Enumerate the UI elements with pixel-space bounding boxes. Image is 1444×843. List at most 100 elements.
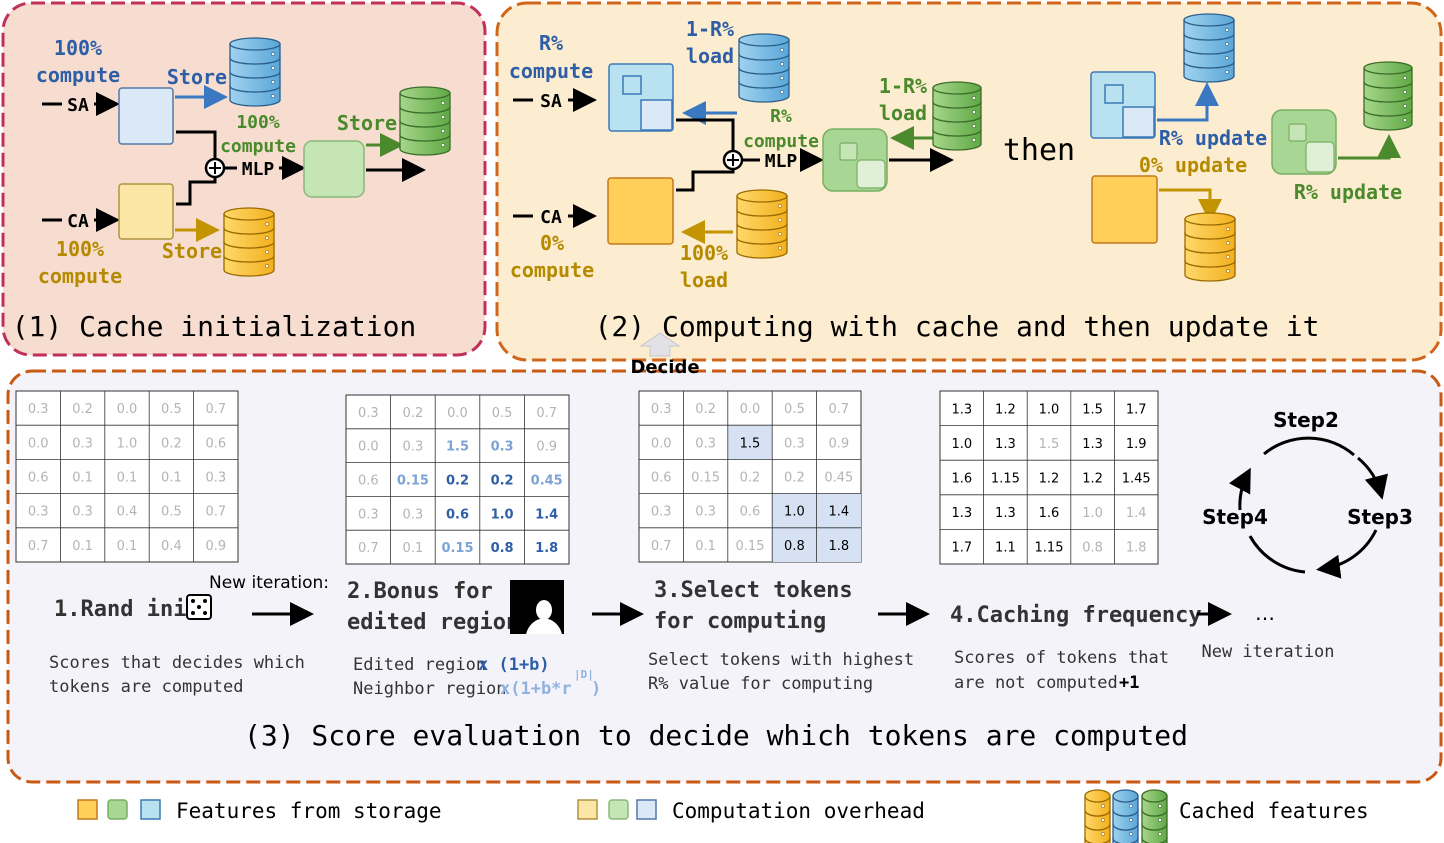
score-cell: 0.0 xyxy=(358,440,379,455)
legend-cached-yellow-icon xyxy=(1084,789,1111,843)
panel1-sa-block xyxy=(118,87,174,145)
score-cell: 0.2 xyxy=(740,471,761,486)
score-cell: 1.0 xyxy=(1039,402,1060,417)
legend: Features from storage Computation overhe… xyxy=(77,799,1369,823)
panel1-store-top: Store xyxy=(167,65,227,89)
score-cell: 0.2 xyxy=(72,402,93,417)
score-cell: 0.5 xyxy=(161,402,182,417)
step3-desc-line1: Select tokens with highest xyxy=(648,650,914,670)
score-cell: 0.0 xyxy=(740,402,761,417)
panel2-sa-compute-line2: compute xyxy=(509,59,593,83)
legend-storage-swatch-yellow xyxy=(77,799,98,820)
score-cell: 0.15 xyxy=(397,474,429,489)
score-cell: 0.1 xyxy=(72,539,93,554)
panel2-sa-update: R% update xyxy=(1159,126,1267,150)
score-cell: 0.9 xyxy=(536,440,557,455)
score-cell: 1.3 xyxy=(951,402,972,417)
ellipsis: … xyxy=(1255,601,1275,625)
score-cell: 1.2 xyxy=(995,402,1016,417)
step2-formula-edited: x (1+b) xyxy=(478,655,550,675)
score-cell: 0.1 xyxy=(72,471,93,486)
score-cell: 0.3 xyxy=(403,507,424,522)
score-cell: 0.1 xyxy=(117,539,138,554)
score-cell: 0.3 xyxy=(72,505,93,520)
panel2-sa-load-line2: load xyxy=(686,44,734,68)
legend-storage-swatch-blue xyxy=(140,799,161,820)
panel1-title: (1) Cache initialization xyxy=(12,310,417,343)
panel1-store-bottom: Store xyxy=(162,239,222,263)
score-cell: 0.45 xyxy=(531,474,563,489)
legend-cached-label: Cached features xyxy=(1179,799,1369,823)
score-cell: 1.2 xyxy=(1039,472,1060,487)
score-cell: 1.2 xyxy=(1082,472,1103,487)
panel2-sa-compute-line1: R% xyxy=(539,31,563,55)
score-cell: 1.5 xyxy=(446,440,469,455)
score-cell: 1.5 xyxy=(1082,402,1103,417)
score-cell: 1.3 xyxy=(1082,437,1103,452)
panel1-mlp-compute-line1: 100% xyxy=(236,112,280,133)
step2-formula-neighbor: x(1+b*r xyxy=(500,679,572,699)
score-cell: 1.1 xyxy=(995,541,1016,556)
score-cell: 0.15 xyxy=(736,539,765,554)
score-cell: 0.5 xyxy=(492,406,513,421)
score-cell: 0.3 xyxy=(695,436,716,451)
score-cell: 0.2 xyxy=(446,474,469,489)
score-cell: 0.3 xyxy=(28,505,49,520)
score-cell: 0.6 xyxy=(740,505,761,520)
score-cell: 1.3 xyxy=(951,506,972,521)
score-cell: 0.8 xyxy=(1082,541,1103,556)
panel2-mlp-compute-line1: R% xyxy=(770,106,792,127)
score-cell: 0.3 xyxy=(784,436,805,451)
db-blue-icon xyxy=(1183,13,1235,83)
score-cell: 0.3 xyxy=(358,507,379,522)
score-cell: 0.5 xyxy=(161,505,182,520)
score-cell: 0.2 xyxy=(161,436,182,451)
score-cell: 1.6 xyxy=(1039,506,1060,521)
score-cell: 1.8 xyxy=(828,539,849,554)
step1-desc-line1: Scores that decides which xyxy=(49,653,305,673)
panel1-ca-block xyxy=(118,183,174,240)
score-cell: 1.0 xyxy=(117,436,138,451)
score-cell: 0.3 xyxy=(403,440,424,455)
score-cell: 0.1 xyxy=(403,541,424,556)
cycle-step2: Step2 xyxy=(1273,408,1339,432)
legend-overhead-label: Computation overhead xyxy=(672,799,925,823)
score-cell: 0.15 xyxy=(691,471,720,486)
panel1-sa-compute-line1: 100% xyxy=(54,36,102,60)
score-cell: 0.7 xyxy=(28,539,49,554)
step3-desc-line2: R% value for computing xyxy=(648,674,873,694)
db-green-icon xyxy=(932,81,982,151)
score-cell: 1.0 xyxy=(784,505,805,520)
score-cell: 1.15 xyxy=(991,472,1020,487)
score-cell: 1.3 xyxy=(995,506,1016,521)
panel3: 1.Rand init New iteration: Scores that d… xyxy=(49,408,1413,752)
edited-region-mask-icon xyxy=(510,580,564,634)
legend-storage-label: Features from storage xyxy=(176,799,442,823)
score-cell: 0.3 xyxy=(28,402,49,417)
step3-title-line1: 3.Select tokens xyxy=(654,578,853,603)
step-cycle-diagram: Step2 Step3 Step4 xyxy=(1202,408,1413,579)
score-cell: 0.7 xyxy=(828,402,849,417)
panel2-mlp-load-line2: load xyxy=(879,101,927,125)
panel1-sa-label: SA xyxy=(67,95,89,116)
score-cell: 0.6 xyxy=(358,474,379,489)
panel1-ca-label: CA xyxy=(67,211,89,232)
score-cell: 0.3 xyxy=(72,436,93,451)
score-cell: 1.3 xyxy=(995,437,1016,452)
score-cell: 0.1 xyxy=(695,539,716,554)
panel2-ca-label: CA xyxy=(540,207,562,228)
dice-icon xyxy=(186,594,212,620)
score-cell: 0.9 xyxy=(828,436,849,451)
db-yellow-icon xyxy=(1184,212,1236,282)
score-cell: 1.4 xyxy=(1126,506,1147,521)
score-cell: 1.8 xyxy=(1126,541,1147,556)
score-cell: 0.3 xyxy=(651,505,672,520)
score-cell: 1.5 xyxy=(740,436,761,451)
panel1: 100% compute SA Store MLP 100% compute S… xyxy=(12,36,426,343)
step1-desc-line2: tokens are computed xyxy=(49,677,243,697)
score-cell: 1.5 xyxy=(1039,437,1060,452)
score-cell: 1.9 xyxy=(1126,437,1147,452)
score-cell: 1.8 xyxy=(535,541,558,556)
